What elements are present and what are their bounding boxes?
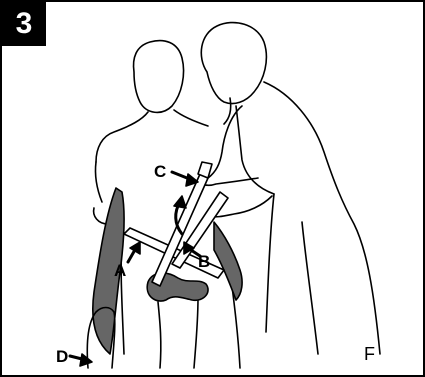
label-d: D — [56, 347, 68, 366]
label-b: B — [198, 252, 210, 271]
sling-right-panel — [214, 222, 242, 300]
label-c: C — [154, 162, 166, 181]
corner-letter: F — [364, 344, 375, 364]
caregiver-figure — [200, 23, 380, 354]
label-a: A — [114, 261, 126, 280]
